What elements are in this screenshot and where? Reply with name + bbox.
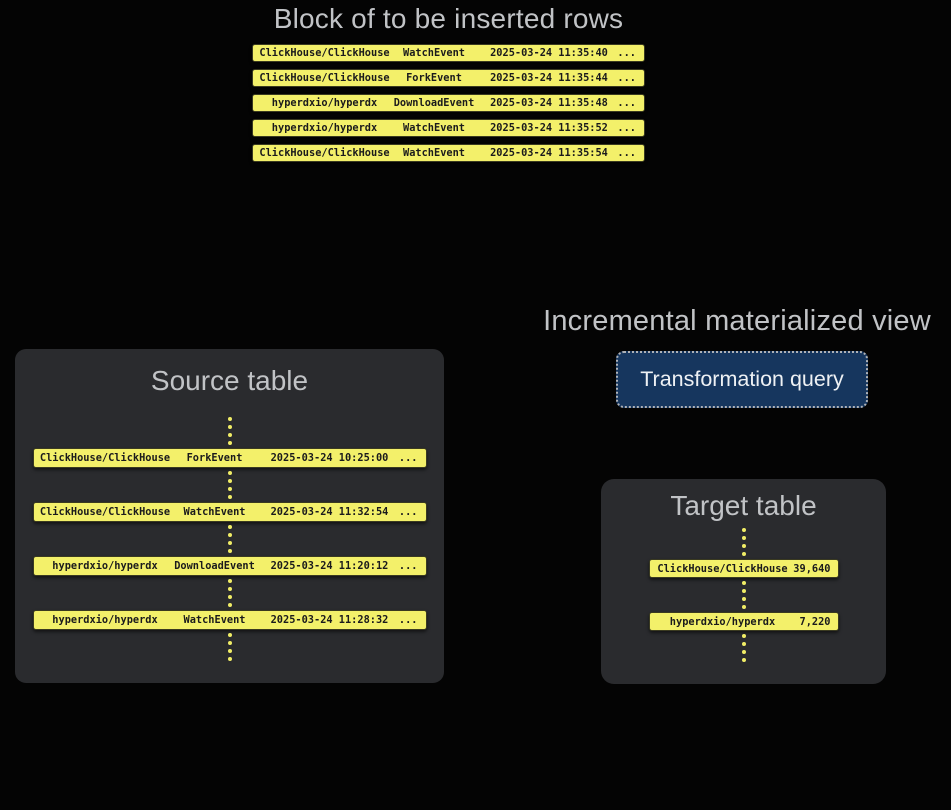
timestamp-cell: 2025-03-24 11:32:54 bbox=[270, 506, 389, 518]
ellipsis-cell: ... bbox=[617, 122, 636, 134]
table-row: hyperdxio/hyperdx WatchEvent 2025-03-24 … bbox=[252, 119, 645, 137]
event-cell: WatchEvent bbox=[183, 506, 246, 518]
repo-cell: hyperdxio/hyperdx bbox=[52, 614, 158, 626]
table-row: hyperdxio/hyperdx WatchEvent 2025-03-24 … bbox=[32, 610, 427, 630]
vertical-ellipsis-icon bbox=[741, 634, 746, 662]
repo-cell: hyperdxio/hyperdx bbox=[669, 615, 776, 628]
vertical-ellipsis-icon bbox=[227, 417, 232, 445]
repo-cell: ClickHouse/ClickHouse bbox=[259, 47, 390, 59]
table-row: hyperdxio/hyperdx DownloadEvent 2025-03-… bbox=[252, 94, 645, 112]
ellipsis-cell: ... bbox=[617, 147, 636, 159]
table-row: hyperdxio/hyperdx DownloadEvent 2025-03-… bbox=[32, 556, 427, 576]
event-cell: DownloadEvent bbox=[174, 560, 255, 572]
table-row: ClickHouse/ClickHouse ForkEvent 2025-03-… bbox=[32, 448, 427, 468]
repo-cell: ClickHouse/ClickHouse bbox=[259, 72, 390, 84]
timestamp-cell: 2025-03-24 10:25:00 bbox=[270, 452, 389, 464]
ellipsis-cell: ... bbox=[617, 47, 636, 59]
vertical-ellipsis-icon bbox=[227, 471, 232, 499]
count-cell: 7,220 bbox=[799, 615, 831, 628]
insert-block-rows: ClickHouse/ClickHouse WatchEvent 2025-03… bbox=[252, 44, 645, 162]
table-row: ClickHouse/ClickHouse ForkEvent 2025-03-… bbox=[252, 69, 645, 87]
timestamp-cell: 2025-03-24 11:35:52 bbox=[490, 122, 608, 134]
table-row: ClickHouse/ClickHouse 39,640 bbox=[648, 559, 839, 578]
ellipsis-cell: ... bbox=[398, 560, 418, 572]
table-row: ClickHouse/ClickHouse WatchEvent 2025-03… bbox=[252, 44, 645, 62]
event-cell: WatchEvent bbox=[403, 122, 465, 134]
event-cell: ForkEvent bbox=[406, 72, 462, 84]
ellipsis-cell: ... bbox=[398, 614, 418, 626]
materialized-view-title: Incremental materialized view bbox=[543, 305, 931, 337]
timestamp-cell: 2025-03-24 11:35:54 bbox=[490, 147, 608, 159]
repo-cell: hyperdxio/hyperdx bbox=[52, 560, 158, 572]
event-cell: WatchEvent bbox=[403, 47, 465, 59]
repo-cell: ClickHouse/ClickHouse bbox=[39, 452, 171, 464]
table-row: ClickHouse/ClickHouse WatchEvent 2025-03… bbox=[32, 502, 427, 522]
ellipsis-cell: ... bbox=[398, 506, 418, 518]
vertical-ellipsis-icon bbox=[741, 528, 746, 556]
target-table-title: Target table bbox=[670, 490, 817, 521]
timestamp-cell: 2025-03-24 11:28:32 bbox=[270, 614, 389, 626]
vertical-ellipsis-icon bbox=[227, 525, 232, 553]
repo-cell: ClickHouse/ClickHouse bbox=[657, 562, 788, 575]
timestamp-cell: 2025-03-24 11:35:40 bbox=[490, 47, 608, 59]
event-cell: DownloadEvent bbox=[393, 97, 475, 109]
repo-cell: hyperdxio/hyperdx bbox=[271, 97, 378, 109]
vertical-ellipsis-icon bbox=[227, 579, 232, 607]
event-cell: WatchEvent bbox=[403, 147, 465, 159]
source-table-title: Source table bbox=[150, 365, 309, 396]
insert-block-title: Block of to be inserted rows bbox=[273, 3, 624, 34]
repo-cell: hyperdxio/hyperdx bbox=[271, 122, 378, 134]
repo-cell: ClickHouse/ClickHouse bbox=[39, 506, 171, 518]
transformation-query-label: Transformation query bbox=[640, 367, 844, 391]
table-row: hyperdxio/hyperdx 7,220 bbox=[648, 612, 839, 631]
timestamp-cell: 2025-03-24 11:35:48 bbox=[490, 97, 608, 109]
transformation-query-button[interactable]: Transformation query bbox=[616, 351, 868, 408]
repo-cell: ClickHouse/ClickHouse bbox=[259, 147, 390, 159]
count-cell: 39,640 bbox=[793, 562, 831, 575]
event-cell: ForkEvent bbox=[186, 452, 243, 464]
vertical-ellipsis-icon bbox=[227, 633, 232, 661]
ellipsis-cell: ... bbox=[617, 97, 636, 109]
table-row: ClickHouse/ClickHouse WatchEvent 2025-03… bbox=[252, 144, 645, 162]
source-table-panel: Source table ClickHouse/ClickHouse ForkE… bbox=[15, 349, 444, 683]
event-cell: WatchEvent bbox=[183, 614, 246, 626]
target-table-panel: Target table ClickHouse/ClickHouse 39,64… bbox=[601, 479, 886, 684]
timestamp-cell: 2025-03-24 11:35:44 bbox=[490, 72, 608, 84]
timestamp-cell: 2025-03-24 11:20:12 bbox=[270, 560, 389, 572]
ellipsis-cell: ... bbox=[398, 452, 418, 464]
ellipsis-cell: ... bbox=[617, 72, 636, 84]
vertical-ellipsis-icon bbox=[741, 581, 746, 609]
insert-block: Block of to be inserted rows ClickHouse/… bbox=[252, 3, 645, 162]
